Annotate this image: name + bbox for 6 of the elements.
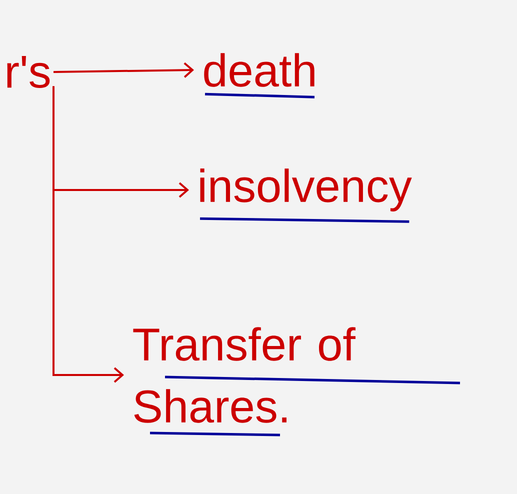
handwritten-fragment: r's: [7, 56, 50, 88]
handwritten-word: death: [204, 53, 314, 87]
arrow: [54, 62, 194, 78]
handwritten-word: Transfer of Shares.: [133, 327, 356, 423]
handwritten-word: insolvency: [200, 168, 412, 212]
arrow: [52, 86, 124, 383]
